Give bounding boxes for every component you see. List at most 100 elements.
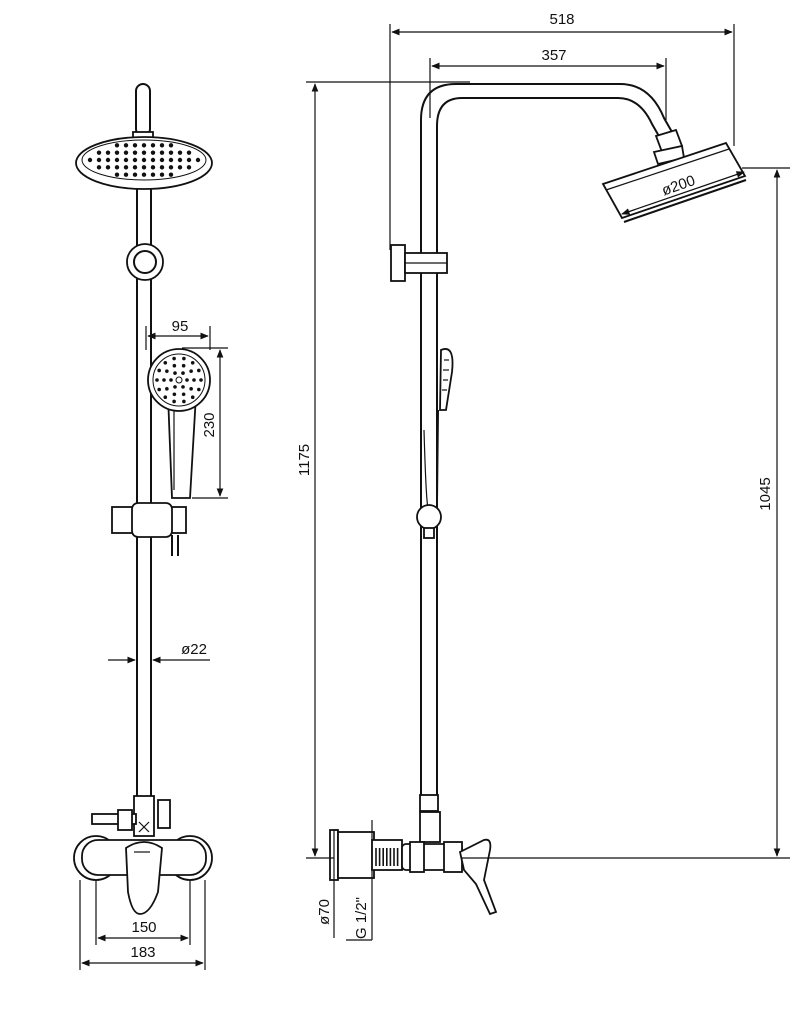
- nozzle-dot: [181, 392, 186, 397]
- nozzle-dot: [165, 387, 169, 391]
- nozzle-dot: [150, 143, 156, 148]
- dim-hand-shower-length: 230: [182, 347, 228, 499]
- nozzle-dot: [123, 157, 129, 163]
- nozzle-dot: [197, 368, 201, 373]
- dim-label-357: 357: [541, 47, 566, 64]
- nozzle-dot: [165, 369, 169, 373]
- nozzle-dot: [123, 165, 129, 170]
- nozzle-dot: [150, 172, 156, 177]
- slide-bracket: [111, 502, 187, 556]
- nozzle-dot: [114, 165, 120, 170]
- nozzle-dot: [150, 150, 156, 155]
- nozzle-dot: [132, 143, 138, 148]
- nozzle-dot: [192, 378, 196, 382]
- nozzle-dot: [185, 378, 189, 382]
- nozzle-dot: [132, 165, 138, 170]
- dim-overall-width: 183: [79, 880, 206, 970]
- dim-thread: G 1/2": [346, 820, 373, 941]
- nozzle-dot: [163, 395, 168, 400]
- dim-inlet-spacing: 150: [95, 880, 191, 945]
- nozzle-dot: [177, 150, 183, 155]
- nozzle-dot: [189, 369, 193, 373]
- nozzle-dot: [197, 387, 201, 392]
- nozzle-dot: [190, 395, 195, 400]
- dim-total-height: 1175: [296, 81, 470, 859]
- front-view: 95 230 ø22 150 183: [73, 83, 228, 970]
- hand-shower-side: [423, 348, 454, 509]
- dim-arm-reach: 357: [429, 47, 667, 120]
- side-view: 518 357 ø200 1175 1045: [296, 11, 790, 941]
- nozzle-dot: [168, 150, 174, 155]
- nozzle-dot: [141, 165, 147, 170]
- nozzle-dot: [195, 157, 201, 163]
- nozzle-dot: [168, 157, 174, 163]
- slide-knob-side: [416, 504, 442, 539]
- nozzle-dot: [182, 356, 186, 361]
- mixer-side: [329, 794, 498, 916]
- nozzle-dot: [150, 157, 156, 163]
- dim-label-1045: 1045: [757, 477, 774, 510]
- nozzle-dot: [172, 399, 176, 404]
- nozzle-dot: [114, 143, 120, 148]
- nozzle-dot: [168, 143, 174, 148]
- nozzle-dot: [141, 172, 147, 177]
- nozzle-dot: [181, 363, 186, 368]
- nozzle-dot: [159, 165, 165, 170]
- riser-pipe: [136, 139, 152, 801]
- nozzle-dot: [163, 360, 168, 365]
- nozzle-dot: [132, 150, 138, 155]
- nozzle-dot: [190, 360, 195, 365]
- nozzle-dot: [181, 371, 185, 375]
- nozzle-dot: [186, 165, 192, 170]
- nozzle-dot: [159, 143, 165, 148]
- nozzle-dot: [141, 150, 147, 155]
- dim-hand-shower-width: 95: [145, 318, 211, 350]
- nozzle-dot: [159, 150, 165, 155]
- nozzle-dot: [132, 157, 138, 163]
- nozzle-dot: [123, 150, 129, 155]
- nozzle-dot: [105, 157, 111, 163]
- nozzle-dot: [181, 385, 185, 389]
- dim-pipe-diameter: ø22: [108, 641, 210, 664]
- dim-label-d70: ø70: [316, 899, 333, 925]
- nozzle-dot: [159, 157, 165, 163]
- nozzle-dot: [96, 165, 102, 170]
- nozzle-dot: [169, 378, 173, 382]
- nozzle-dot: [159, 172, 165, 177]
- nozzle-dot: [141, 143, 147, 148]
- dim-head-height: 1045: [462, 167, 790, 859]
- nozzle-dot: [105, 165, 111, 170]
- wall-bracket: [126, 243, 164, 281]
- dim-label-1175: 1175: [296, 444, 313, 476]
- nozzle-dot: [114, 150, 120, 155]
- nozzle-dot: [199, 378, 203, 382]
- hand-shower: [147, 348, 211, 499]
- nozzle-dot: [114, 172, 120, 177]
- nozzle-dot: [87, 157, 93, 163]
- dim-label-95: 95: [172, 318, 189, 335]
- dim-total-reach: 518: [389, 11, 735, 250]
- nozzle-dot: [132, 172, 138, 177]
- nozzle-dot: [123, 143, 129, 148]
- dim-label-d22: ø22: [181, 641, 207, 658]
- dim-label-150: 150: [131, 919, 156, 936]
- nozzle-dot: [150, 165, 156, 170]
- nozzle-dot: [172, 363, 177, 368]
- nozzle-dot: [141, 157, 147, 163]
- nozzle-dot: [114, 157, 120, 163]
- dim-label-518: 518: [549, 11, 574, 28]
- nozzle-dot: [168, 172, 174, 177]
- nozzle-dot: [172, 392, 177, 397]
- nozzle-dot: [186, 157, 192, 163]
- dim-rosette-diameter: ø70: [316, 829, 338, 938]
- nozzle-dot: [173, 385, 177, 389]
- diverter: [91, 795, 171, 837]
- top-stub: [135, 83, 151, 137]
- nozzle-dot: [182, 399, 186, 404]
- overhead-shower-head: [75, 136, 213, 190]
- nozzle-dot: [173, 371, 177, 375]
- wall-bracket-side: [390, 244, 448, 282]
- nozzle-dot: [123, 172, 129, 177]
- mixer-body: [73, 835, 213, 915]
